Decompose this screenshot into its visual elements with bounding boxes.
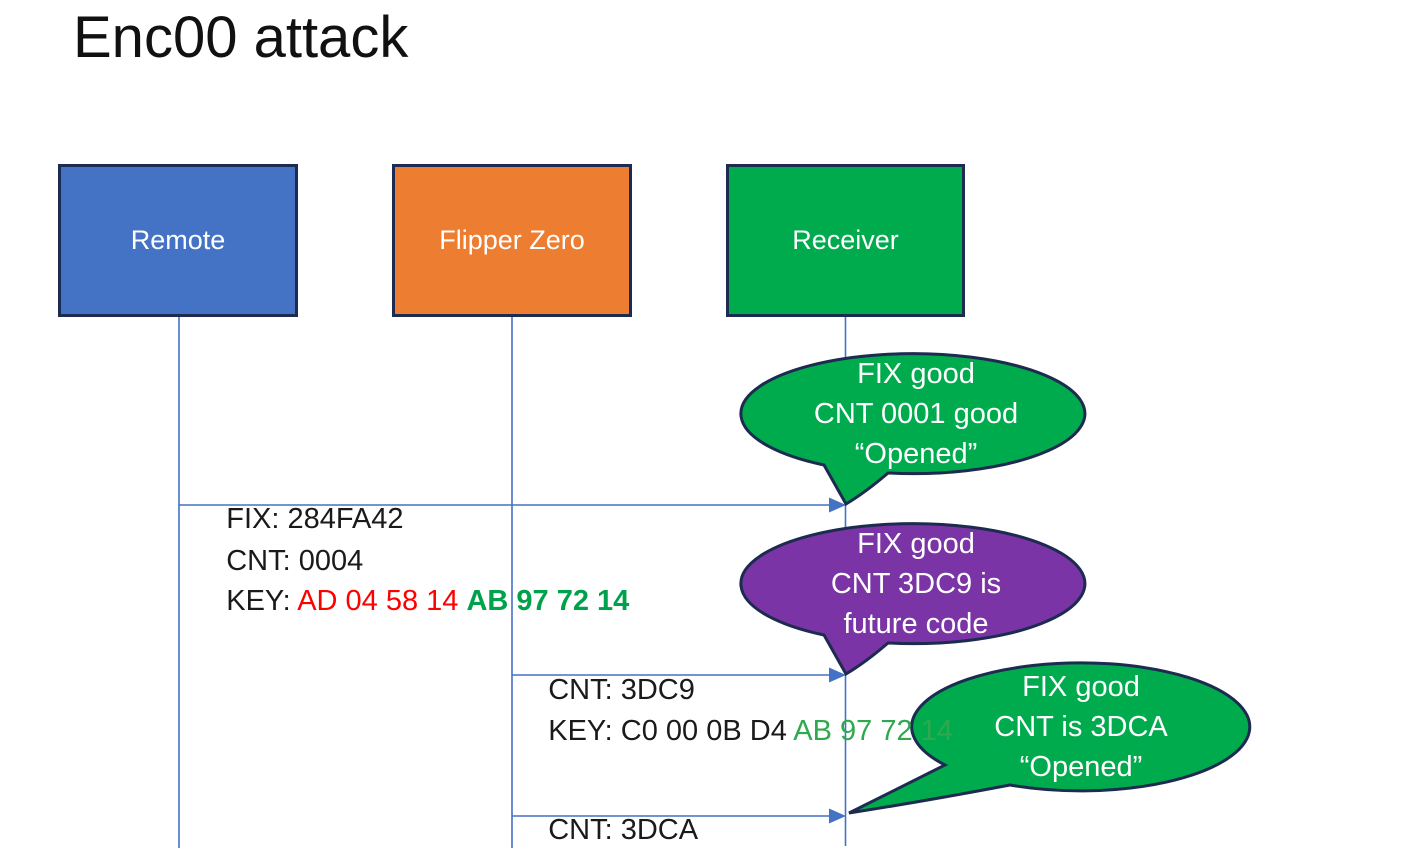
callout-3-text: FIX good CNT is 3DCA “Opened” (912, 663, 1250, 791)
callout-2-line-1: FIX good (857, 528, 975, 560)
message-1-fix-label: FIX: 284FA42 (194, 470, 404, 569)
message-2-cnt-label: CNT: 3DC9 (516, 641, 695, 740)
message-1-key-green-bytes: AB 97 72 14 (466, 585, 630, 617)
message-3-key-green-bytes: AB 97 72 14 (787, 855, 947, 859)
message-2-key-green-bytes: AB 97 72 14 (793, 715, 953, 747)
callout-2-line-3: future code (843, 608, 989, 640)
callout-bubble-3 (848, 661, 1252, 815)
callout-1-line-3: “Opened” (854, 438, 978, 470)
callout-bubble-1 (739, 352, 1087, 507)
message-3-key-prefix: KEY: C0 02 8A 33 (548, 855, 787, 859)
message-1-fix-text: FIX: 284FA42 (226, 503, 404, 535)
message-arrow-3-head (829, 808, 846, 824)
message-arrow-1-head (829, 497, 846, 513)
callout-1-line-1: FIX good (857, 358, 975, 390)
actor-label-remote: Remote (130, 225, 226, 255)
message-arrow-2-head (829, 667, 846, 683)
message-3-cnt-label: CNT: 3DCA (516, 781, 698, 859)
callout-3-line-3: “Opened” (1019, 751, 1143, 783)
message-2-key-prefix: KEY: C0 00 0B D4 (548, 715, 794, 747)
callout-bubble-2 (739, 522, 1087, 677)
message-1-cnt-text: CNT: 0004 (226, 545, 364, 577)
callout-3-line-2: CNT is 3DCA (994, 711, 1168, 743)
actor-label-receiver: Receiver (792, 225, 899, 255)
callout-2-text: FIX good CNT 3DC9 is future code (744, 524, 1088, 644)
message-2-cnt-text: CNT: 3DC9 (548, 674, 695, 706)
slide-title: Enc00 attack (73, 5, 409, 70)
message-1-key-label: KEY: AD 04 58 14 AB 97 72 14 (194, 552, 629, 651)
callout-1-line-2: CNT 0001 good (813, 398, 1019, 430)
callout-2-line-2: CNT 3DC9 is (830, 568, 1002, 600)
message-3-key-label: KEY: C0 02 8A 33 AB 97 72 14 (516, 822, 947, 859)
message-1-cnt-label: CNT: 0004 (194, 512, 363, 611)
actor-label-flipper-zero: Flipper Zero (439, 225, 585, 255)
message-2-key-label: KEY: C0 00 0B D4 AB 97 72 14 (516, 682, 953, 781)
actor-box-remote: Remote (58, 164, 298, 317)
callout-3-line-1: FIX good (1022, 671, 1140, 703)
actor-box-receiver: Receiver (726, 164, 965, 317)
callout-1-text: FIX good CNT 0001 good “Opened” (744, 354, 1088, 474)
message-3-cnt-text: CNT: 3DCA (548, 814, 699, 846)
message-1-key-red-bytes: AD 04 58 14 (297, 585, 467, 617)
actor-box-flipper-zero: Flipper Zero (392, 164, 632, 317)
message-1-key-prefix: KEY: (226, 585, 298, 617)
